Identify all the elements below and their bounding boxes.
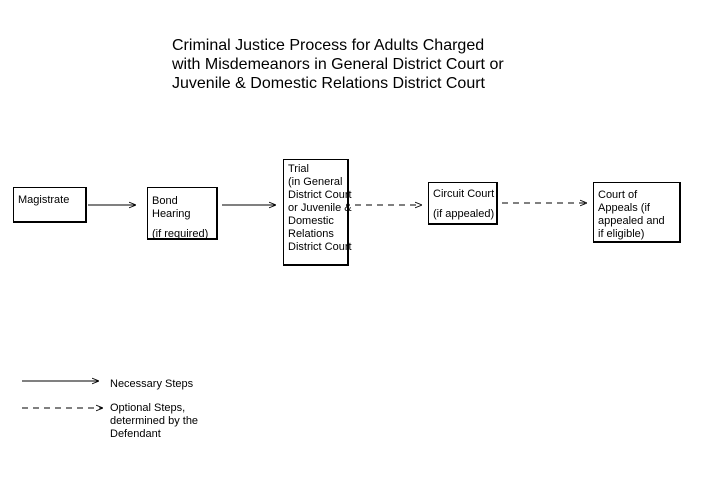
title-line-3: Juvenile & Domestic Relations District C… (172, 75, 485, 92)
node-court-of-appeals-line-3: appealed and (598, 215, 665, 227)
diagram-title: Criminal Justice Process for Adults Char… (172, 36, 504, 93)
node-court-of-appeals-line-2: Appeals (if (598, 202, 650, 214)
node-magistrate: Magistrate (13, 187, 87, 223)
node-bond-hearing-line-2: Hearing (152, 208, 191, 220)
node-trial-line-6: Relations (288, 228, 334, 240)
legend-optional-label: Optional Steps, determined by the Defend… (110, 402, 198, 441)
node-trial-line-3: District Court (288, 189, 352, 201)
node-bond-hearing: Bond Hearing (if required) (147, 187, 218, 240)
node-bond-hearing-line-3: (if required) (152, 228, 209, 240)
node-trial-line-5: Domestic (288, 215, 334, 227)
legend-optional-line-3: Defendant (110, 428, 161, 440)
node-court-of-appeals-line-1: Court of (598, 189, 638, 201)
node-trial-line-7: District Court (288, 241, 352, 253)
title-line-2: with Misdemeanors in General District Co… (172, 56, 504, 73)
node-trial-line-2: (in General (288, 176, 343, 188)
legend-optional-line-2: determined by the (110, 415, 199, 427)
node-court-of-appeals-line-4: if eligible) (598, 228, 645, 240)
legend-optional-line-1: Optional Steps, (110, 402, 186, 414)
node-bond-hearing-line-1: Bond (152, 195, 178, 207)
node-court-of-appeals: Court of Appeals (if appealed and if eli… (593, 182, 681, 243)
node-circuit-court-line-2: (if appealed) (433, 208, 495, 220)
node-magistrate-label: Magistrate (18, 194, 70, 206)
node-trial-line-4: or Juvenile & (288, 202, 352, 214)
legend-necessary-label: Necessary Steps (110, 378, 194, 390)
title-line-1: Criminal Justice Process for Adults Char… (172, 37, 485, 54)
node-trial: Trial (in General District Court or Juve… (283, 159, 352, 266)
node-circuit-court: Circuit Court (if appealed) (428, 182, 498, 225)
node-circuit-court-line-1: Circuit Court (433, 188, 495, 200)
node-trial-line-1: Trial (288, 163, 309, 175)
